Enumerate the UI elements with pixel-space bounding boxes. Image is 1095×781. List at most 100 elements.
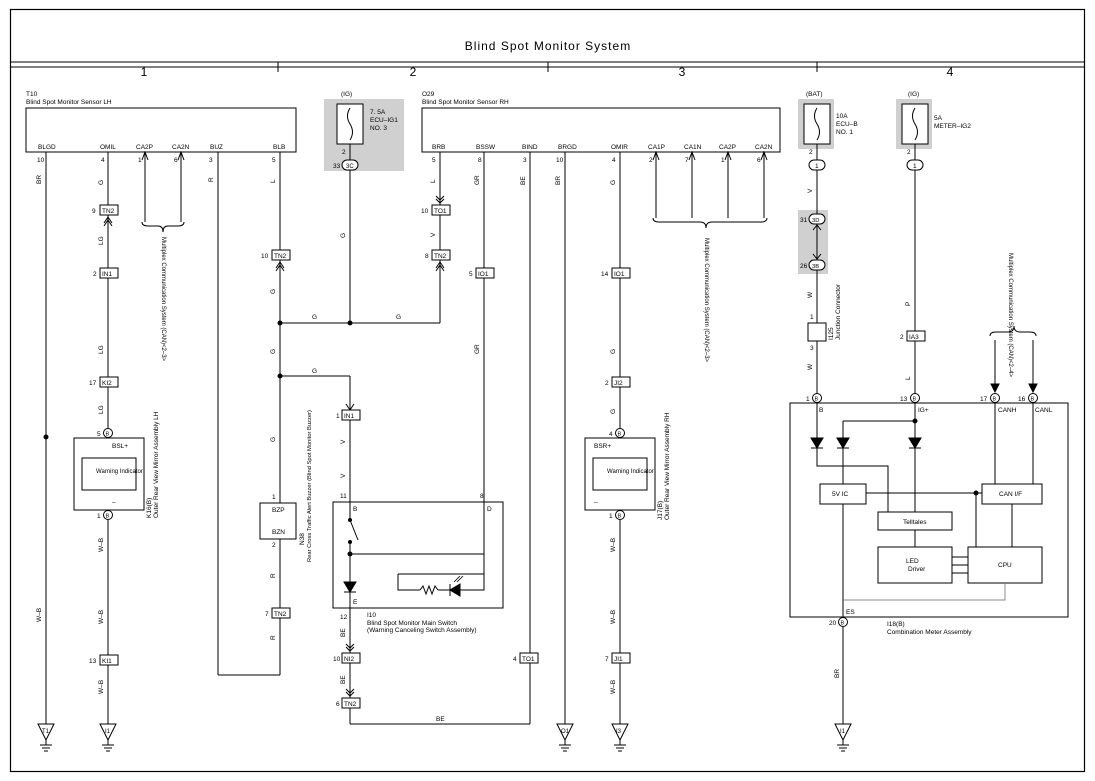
svg-text:R: R xyxy=(270,635,277,640)
svg-text:ECU–B: ECU–B xyxy=(836,121,858,128)
t10-pin-buz: BUZ xyxy=(210,144,223,151)
svg-text:O29: O29 xyxy=(422,91,435,98)
svg-text:Rear Cross Traffic Alert Buzze: Rear Cross Traffic Alert Buzzer (Blind S… xyxy=(307,410,313,562)
svg-text:G: G xyxy=(610,409,617,414)
svg-text:Combination Meter Assembly: Combination Meter Assembly xyxy=(887,629,972,636)
svg-text:7: 7 xyxy=(685,157,689,164)
svg-text:Warning Indicator: Warning Indicator xyxy=(607,469,654,475)
svg-text:6: 6 xyxy=(336,701,340,708)
svg-text:B: B xyxy=(1031,397,1035,403)
svg-text:G: G xyxy=(98,180,105,185)
svg-text:W–B: W–B xyxy=(610,610,617,624)
svg-text:G: G xyxy=(270,349,277,354)
svg-text:G: G xyxy=(610,349,617,354)
svg-text:8: 8 xyxy=(480,493,484,500)
svg-text:G: G xyxy=(312,314,317,321)
svg-text:G: G xyxy=(610,180,617,185)
column-4-label: 4 xyxy=(947,65,954,79)
column-ruler: 1 2 3 4 xyxy=(10,62,1085,79)
svg-text:OMIR: OMIR xyxy=(611,144,628,151)
ground-i3: I3 xyxy=(611,723,629,752)
o29-wire-labels: L V G G GR GR BE BR G G G W–B W–B W–B xyxy=(312,175,617,694)
svg-text:IO1: IO1 xyxy=(614,271,625,278)
i10-main-switch: 11 8 B D E 12 I10 Blind Spot Monitor Mai… xyxy=(332,493,504,634)
svg-text:V: V xyxy=(340,473,347,478)
svg-text:BSR+: BSR+ xyxy=(594,443,611,450)
svg-text:BSL+: BSL+ xyxy=(112,443,128,450)
svg-text:W–B: W–B xyxy=(98,610,105,624)
svg-text:I1: I1 xyxy=(105,729,111,735)
svg-text:2: 2 xyxy=(93,271,97,278)
svg-text:BZN: BZN xyxy=(272,529,285,536)
svg-text:4: 4 xyxy=(609,431,613,438)
t10-pin-blb: BLB xyxy=(273,144,285,151)
svg-text:1: 1 xyxy=(336,413,340,420)
svg-text:GR: GR xyxy=(474,344,481,354)
svg-text:CANH: CANH xyxy=(998,407,1017,414)
svg-text:7: 7 xyxy=(265,611,269,618)
svg-text:L: L xyxy=(430,179,437,183)
t10-wire-labels: BR G LG LG LG W–B W–B W–B W–B R L G G G … xyxy=(36,175,277,694)
svg-text:16: 16 xyxy=(1018,396,1026,403)
svg-text:3: 3 xyxy=(523,157,527,164)
svg-text:Outer Rear View Mirror Assembl: Outer Rear View Mirror Assembly RH xyxy=(664,412,671,520)
svg-text:10: 10 xyxy=(37,157,45,164)
svg-text:TN2: TN2 xyxy=(434,253,447,260)
diagram-frame xyxy=(9,8,1086,773)
svg-text:IN1: IN1 xyxy=(344,413,355,420)
t10-name: Blind Spot Monitor Sensor LH xyxy=(26,99,112,106)
can-label-lh: Multiplex Communication System (CAN)<2–3… xyxy=(160,237,166,362)
svg-text:LG: LG xyxy=(98,345,105,354)
t10-sensor-lh: T10 Blind Spot Monitor Sensor LH BLGD OM… xyxy=(25,91,297,164)
column-1-label: 1 xyxy=(141,65,148,79)
svg-text:BE: BE xyxy=(340,675,347,684)
svg-text:1: 1 xyxy=(815,163,819,170)
svg-text:V: V xyxy=(340,439,347,444)
svg-text:B: B xyxy=(819,407,823,414)
svg-text:10: 10 xyxy=(421,208,429,215)
svg-text:20: 20 xyxy=(829,620,837,627)
fuse-meter: (IG) 5A METER–IG2 2 1 xyxy=(901,91,971,171)
svg-text:LG: LG xyxy=(98,236,105,245)
svg-text:17: 17 xyxy=(980,396,988,403)
ground-t1: T1 xyxy=(37,723,55,752)
svg-text:6: 6 xyxy=(174,157,178,164)
svg-text:5A: 5A xyxy=(934,115,943,122)
svg-text:KI2: KI2 xyxy=(102,380,112,387)
svg-text:BR: BR xyxy=(834,669,841,678)
svg-text:BSSW: BSSW xyxy=(476,144,496,151)
svg-text:ECU–IG1: ECU–IG1 xyxy=(370,117,398,124)
svg-text:11: 11 xyxy=(340,493,347,500)
svg-text:R: R xyxy=(270,573,277,578)
svg-text:5: 5 xyxy=(272,157,276,164)
svg-text:5: 5 xyxy=(432,157,436,164)
svg-text:(IG): (IG) xyxy=(908,91,919,98)
svg-text:BRB: BRB xyxy=(432,144,445,151)
svg-text:V: V xyxy=(430,232,437,237)
svg-text:CA1N: CA1N xyxy=(684,144,702,151)
svg-text:BR: BR xyxy=(36,175,43,184)
t10-pin-omil: OMIL xyxy=(100,144,116,151)
svg-text:14: 14 xyxy=(601,271,609,278)
svg-text:17: 17 xyxy=(89,380,97,387)
svg-text:B: B xyxy=(106,432,110,438)
svg-text:TO1: TO1 xyxy=(522,656,535,663)
svg-text:4: 4 xyxy=(513,656,517,663)
svg-text:R: R xyxy=(208,177,215,182)
svg-text:13: 13 xyxy=(900,396,908,403)
svg-text:2: 2 xyxy=(272,542,276,549)
svg-text:2: 2 xyxy=(649,157,653,164)
svg-text:2: 2 xyxy=(342,149,346,156)
svg-text:5: 5 xyxy=(469,271,473,278)
svg-text:B: B xyxy=(815,397,819,403)
svg-text:Blind Spot Monitor Main Switch: Blind Spot Monitor Main Switch xyxy=(367,620,457,627)
svg-text:3C: 3C xyxy=(346,164,354,170)
svg-text:IA3: IA3 xyxy=(909,334,919,341)
svg-text:Driver: Driver xyxy=(908,566,926,573)
svg-text:10: 10 xyxy=(333,656,341,663)
svg-text:1: 1 xyxy=(810,314,814,321)
ground-o1: O1 xyxy=(556,723,574,752)
svg-text:JI2: JI2 xyxy=(614,380,623,387)
svg-text:B: B xyxy=(913,397,917,403)
svg-text:CA2N: CA2N xyxy=(755,144,773,151)
